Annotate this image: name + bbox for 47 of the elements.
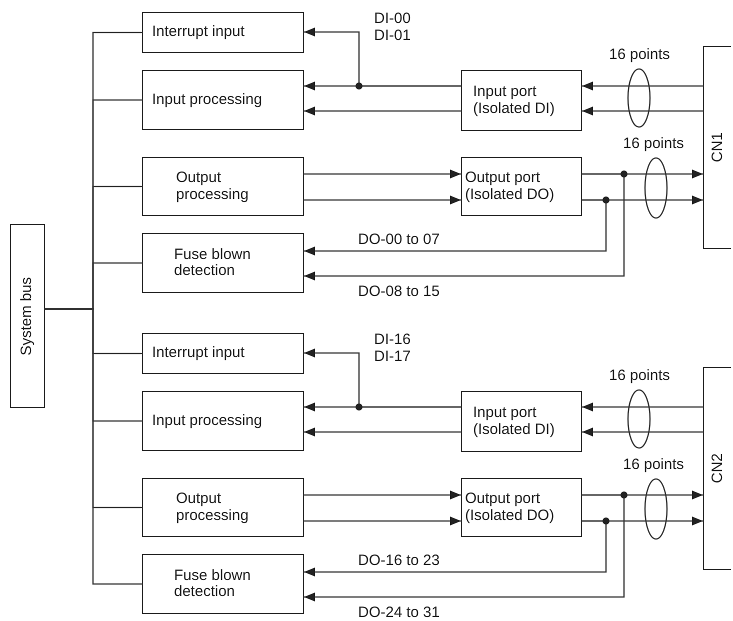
process-box [142, 391, 304, 451]
process-box [142, 333, 304, 374]
signal-arrow [582, 428, 703, 436]
signal-arrow [582, 82, 703, 90]
bundle-label: 16 points [608, 47, 671, 64]
bus-line [45, 308, 142, 585]
bundle-label: 16 points [622, 457, 685, 474]
block-label: CN1 [709, 132, 726, 162]
signal-arrow [304, 170, 461, 178]
signal-arrow [304, 516, 461, 526]
port-box [461, 157, 582, 216]
process-box [142, 233, 304, 293]
block-label: CN2 [709, 454, 726, 484]
port-box [461, 391, 582, 452]
signal-arrow [582, 402, 703, 412]
block-label: Output port (Isolated DO) [465, 170, 556, 203]
block-label: System bus [19, 276, 36, 356]
connector-box [703, 367, 731, 570]
block-label: Input port (Isolated DI) [473, 84, 556, 117]
signal-arrow [304, 106, 461, 116]
block-label: Fuse blown detection [174, 568, 252, 600]
port-box [461, 70, 582, 131]
block-label: Output processing [176, 491, 250, 524]
block-label: Input processing [152, 412, 262, 430]
process-box [142, 12, 304, 53]
block-label: Interrupt input [152, 24, 245, 41]
signal-arrow [304, 348, 461, 408]
system-bus-box [10, 224, 45, 408]
block-label: Output processing [176, 170, 250, 203]
block-label: Output port (Isolated DO) [465, 491, 556, 524]
process-box [142, 478, 304, 537]
block-label: Fuse blown detection [174, 246, 252, 280]
signal-arrow [304, 428, 461, 436]
signal-arrow [582, 106, 703, 116]
block-label: Input port (Isolated DI) [473, 405, 556, 438]
block-label: Input processing [152, 92, 262, 108]
process-box [142, 554, 304, 614]
process-box [142, 157, 304, 216]
port-box [461, 478, 582, 537]
connector-box [703, 46, 731, 249]
block-label: Interrupt input [152, 345, 245, 362]
signal-arrow [304, 28, 461, 87]
signal-arrow [304, 490, 461, 500]
signal-arrow [304, 196, 461, 204]
bundle-label: 16 points [608, 368, 671, 384]
bundle-label: 16 points [622, 136, 685, 152]
process-box [142, 70, 304, 130]
